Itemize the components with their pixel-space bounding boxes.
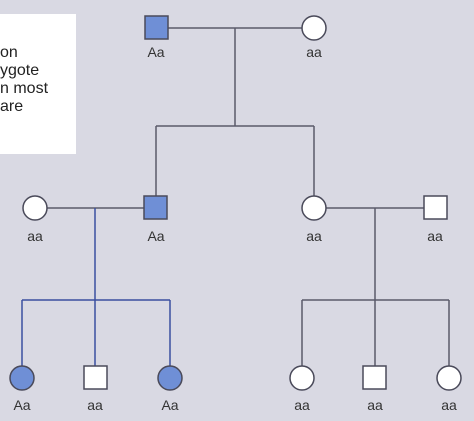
caption-line-1: on <box>0 44 18 61</box>
g2-unaffected-female-left-circle <box>22 195 48 221</box>
g3-3-genotype: Aa <box>161 397 179 413</box>
g3-5-genotype: aa <box>367 397 383 413</box>
g3-unaffected-female-6-circle <box>436 365 462 391</box>
g3-unaffected-female-4-circle <box>289 365 315 391</box>
caption-line-4: are <box>0 98 24 115</box>
g2-unaffected-female-right-circle <box>301 195 327 221</box>
g3-affected-female-1-circle <box>9 365 35 391</box>
g3-2-genotype: aa <box>87 397 103 413</box>
g2-unaffected-male-square <box>423 195 448 220</box>
g1-affected-male-square <box>144 15 169 40</box>
g2-affected-male-square <box>143 195 168 220</box>
caption-box: on ygote n most are <box>0 14 76 154</box>
g3-unaffected-male-2-square <box>83 365 108 390</box>
g1-male-genotype: Aa <box>147 44 165 60</box>
g1-female-genotype: aa <box>306 44 322 60</box>
g3-unaffected-male-5-square <box>362 365 387 390</box>
caption-line-2: ygote <box>0 62 40 79</box>
g2-female-right-genotype: aa <box>306 228 322 244</box>
g3-affected-female-3-circle <box>157 365 183 391</box>
g3-6-genotype: aa <box>441 397 457 413</box>
caption-line-3: n most <box>0 80 49 97</box>
g2-male-right-genotype: aa <box>427 228 443 244</box>
g1-unaffected-female-circle <box>301 15 327 41</box>
g3-1-genotype: Aa <box>13 397 31 413</box>
g2-male-left-genotype: Aa <box>147 228 165 244</box>
g2-female-left-genotype: aa <box>27 228 43 244</box>
g3-4-genotype: aa <box>294 397 310 413</box>
